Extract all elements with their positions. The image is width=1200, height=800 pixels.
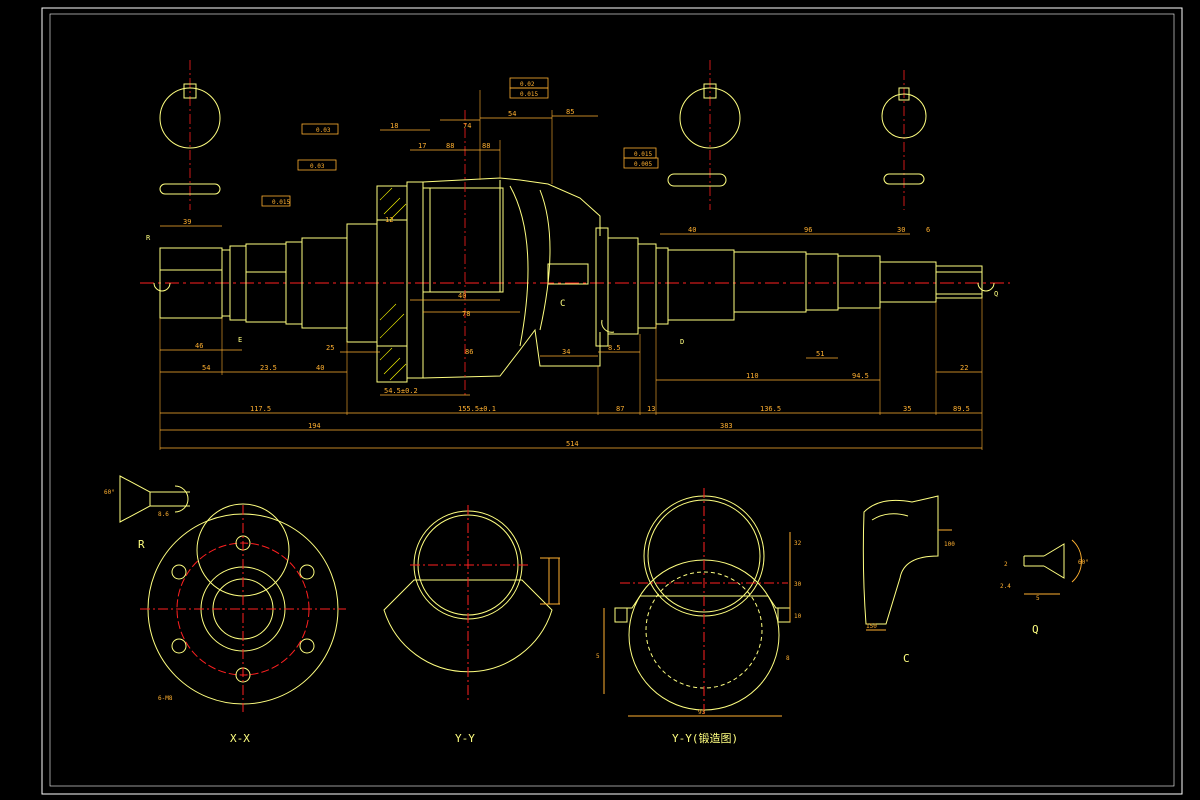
yy-dim-32: 32	[794, 540, 802, 547]
yy-dim-30: 30	[794, 581, 802, 588]
dim-51: 51	[816, 350, 824, 358]
flange-hatch	[379, 187, 407, 381]
main-shaft-view: 0.03 0.03 0.015 0.02 0.015 0.015 0.005 3…	[140, 60, 1010, 450]
dimension-texts: 39 46 54 23.5 40 25 117.5 194 155.5±0.1 …	[183, 108, 970, 448]
tol-5: 0.015	[520, 91, 538, 98]
c-dim-150: 150	[866, 623, 877, 630]
dim-40c: 40	[458, 292, 466, 300]
dim-88b: 88	[482, 142, 490, 150]
yy-dim-10: 10	[794, 613, 802, 620]
q-dim-24: 2.4	[1000, 583, 1011, 590]
tol-7: 0.005	[634, 161, 652, 168]
dim-514: 514	[566, 440, 579, 448]
dim-78: 78	[462, 310, 470, 318]
yy-dim-8: 8	[786, 655, 790, 662]
r-view-label: R	[138, 538, 145, 551]
xx-view-label: X-X	[230, 732, 250, 745]
mark-e: E	[238, 336, 242, 344]
dim-85b: 8.5	[608, 344, 621, 352]
q-dim-60: 60°	[1078, 559, 1089, 566]
dim-194: 194	[308, 422, 321, 430]
dim-235: 23.5	[260, 364, 277, 372]
dim-25: 25	[326, 344, 334, 352]
tolerance-frames	[261, 77, 659, 207]
r-dim-86: 8.6	[158, 511, 169, 518]
dim-13: 13	[647, 405, 655, 413]
dim-87: 87	[616, 405, 624, 413]
tol-1: 0.03	[316, 127, 331, 134]
mark-q: Q	[994, 290, 998, 298]
dim-96: 96	[804, 226, 812, 234]
dim-34: 34	[562, 348, 570, 356]
view-yy	[383, 505, 560, 700]
c-view-label: C	[903, 652, 910, 665]
dim-74: 74	[463, 122, 471, 130]
q-dim-5: 5	[1036, 595, 1040, 602]
dim-86: 86	[465, 348, 473, 356]
crank-body	[422, 177, 601, 379]
dim-12: 12	[385, 216, 393, 224]
dim-39: 39	[183, 218, 191, 226]
view-xx	[140, 503, 346, 712]
dim-54b: 54	[508, 110, 516, 118]
dim-88a: 88	[446, 142, 454, 150]
dim-22: 22	[960, 364, 968, 372]
tol-4: 0.02	[520, 81, 535, 88]
dim-545: 54.5±0.2	[384, 387, 418, 395]
dim-30: 30	[897, 226, 905, 234]
detail-r	[119, 475, 190, 523]
right-shaft	[655, 247, 995, 325]
yy-forged-label: Y-Y(锻造图)	[672, 731, 738, 745]
crank-flange	[346, 181, 424, 383]
dim-1555: 155.5±0.1	[458, 405, 496, 413]
yy-dim-5: 5	[596, 653, 600, 660]
tol-6: 0.015	[634, 151, 652, 158]
inner-frame	[49, 13, 1175, 787]
q-view-label: Q	[1032, 623, 1039, 636]
mark-r: R	[146, 234, 151, 242]
dim-1365: 136.5	[760, 405, 781, 413]
mark-d: D	[680, 338, 684, 346]
tol-3: 0.015	[272, 199, 290, 206]
detail-q	[1023, 539, 1082, 595]
r-dim-60: 60°	[104, 489, 115, 496]
yy-view-label: Y-Y	[455, 732, 475, 745]
dim-46: 46	[195, 342, 203, 350]
view-yy-forged	[603, 488, 791, 717]
dim-18: 18	[390, 122, 398, 130]
extension-lines	[159, 90, 983, 450]
dimension-lines	[160, 115, 982, 449]
yy-dim-93: 93	[698, 709, 706, 716]
dim-85: 85	[566, 108, 574, 116]
dim-40: 40	[316, 364, 324, 372]
dim-895: 89.5	[953, 405, 970, 413]
dim-17: 17	[418, 142, 426, 150]
section-centerlines	[189, 60, 905, 395]
c-dim-100: 100	[944, 541, 955, 548]
bolt-holes-label: 6-M8	[158, 695, 173, 702]
dim-6: 6	[926, 226, 930, 234]
dim-1175: 117.5	[250, 405, 271, 413]
dim-383: 383	[720, 422, 733, 430]
mark-c: C	[560, 299, 565, 309]
dim-40b: 40	[688, 226, 696, 234]
dim-945: 94.5	[852, 372, 869, 380]
key-slot-profiles	[159, 83, 927, 195]
outer-frame	[41, 7, 1183, 795]
dim-35: 35	[903, 405, 911, 413]
q-dim-2: 2	[1004, 561, 1008, 568]
detail-c	[862, 495, 952, 631]
dim-54: 54	[202, 364, 210, 372]
dim-110: 110	[746, 372, 759, 380]
tol-2: 0.03	[310, 163, 325, 170]
